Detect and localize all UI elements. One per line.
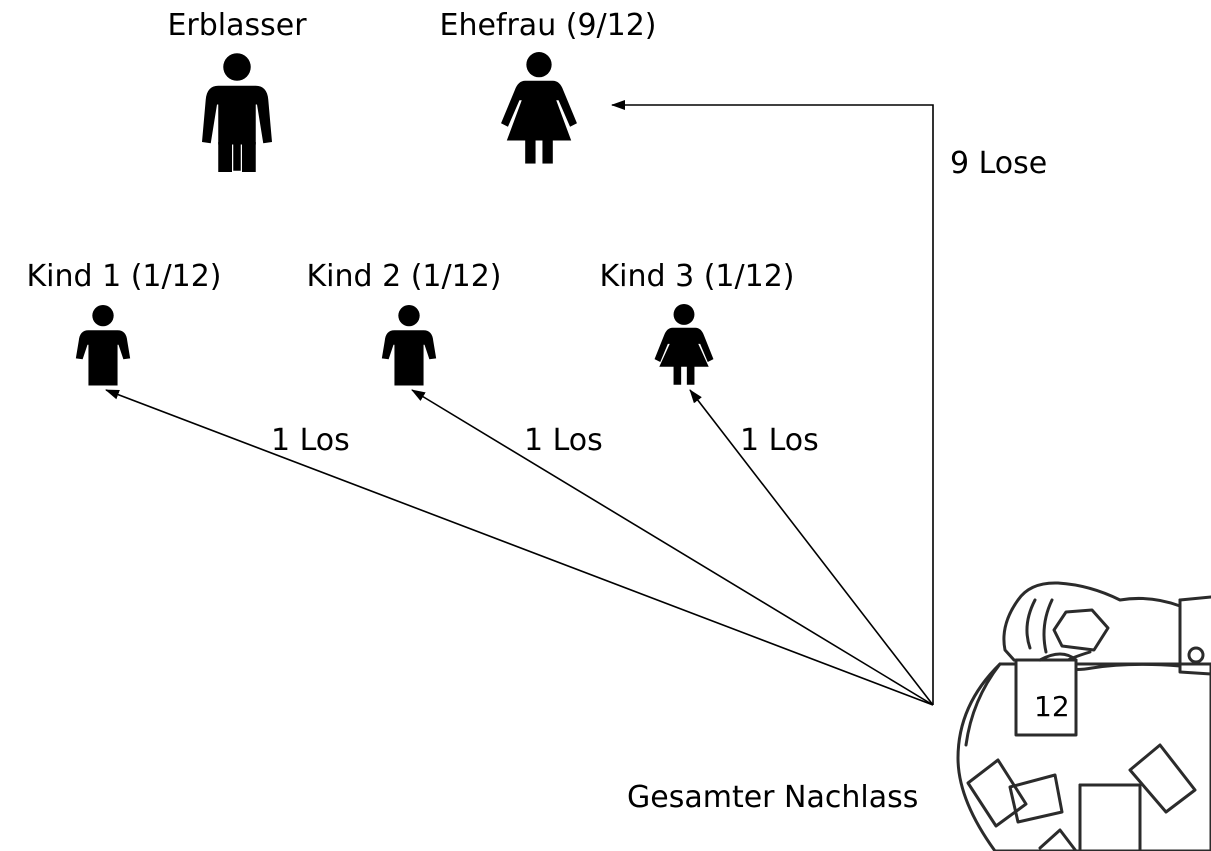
label-child-1: Kind 1 (1/12) [27,259,222,294]
flow-label-child-3: 1 Los [740,423,819,458]
flow-label-wife: 9 Lose [950,146,1047,181]
arrow-to-child-3 [689,389,934,706]
estate-label: Gesamter Nachlass [627,780,918,815]
ticket-card [1014,658,1078,737]
arrow-to-child-1 [105,389,934,706]
wife-woman-icon [501,52,577,164]
arrow-to-wife [611,100,934,705]
label-child-3: Kind 3 (1/12) [600,259,795,294]
lottery-urn-icon: 12 [956,581,1211,851]
flow-label-child-2: 1 Los [524,423,603,458]
label-decedent: Erblasser [167,8,307,43]
child-1-man-icon [75,304,131,386]
child-3-woman-icon [654,304,714,385]
label-child-2: Kind 2 (1/12) [307,259,502,294]
arrow-to-child-2 [411,389,934,706]
decedent-man-icon [202,53,272,172]
ticket-number: 12 [1034,690,1070,723]
child-2-man-icon [381,304,437,386]
flow-label-child-1: 1 Los [271,423,350,458]
label-wife: Ehefrau (9/12) [439,8,656,43]
